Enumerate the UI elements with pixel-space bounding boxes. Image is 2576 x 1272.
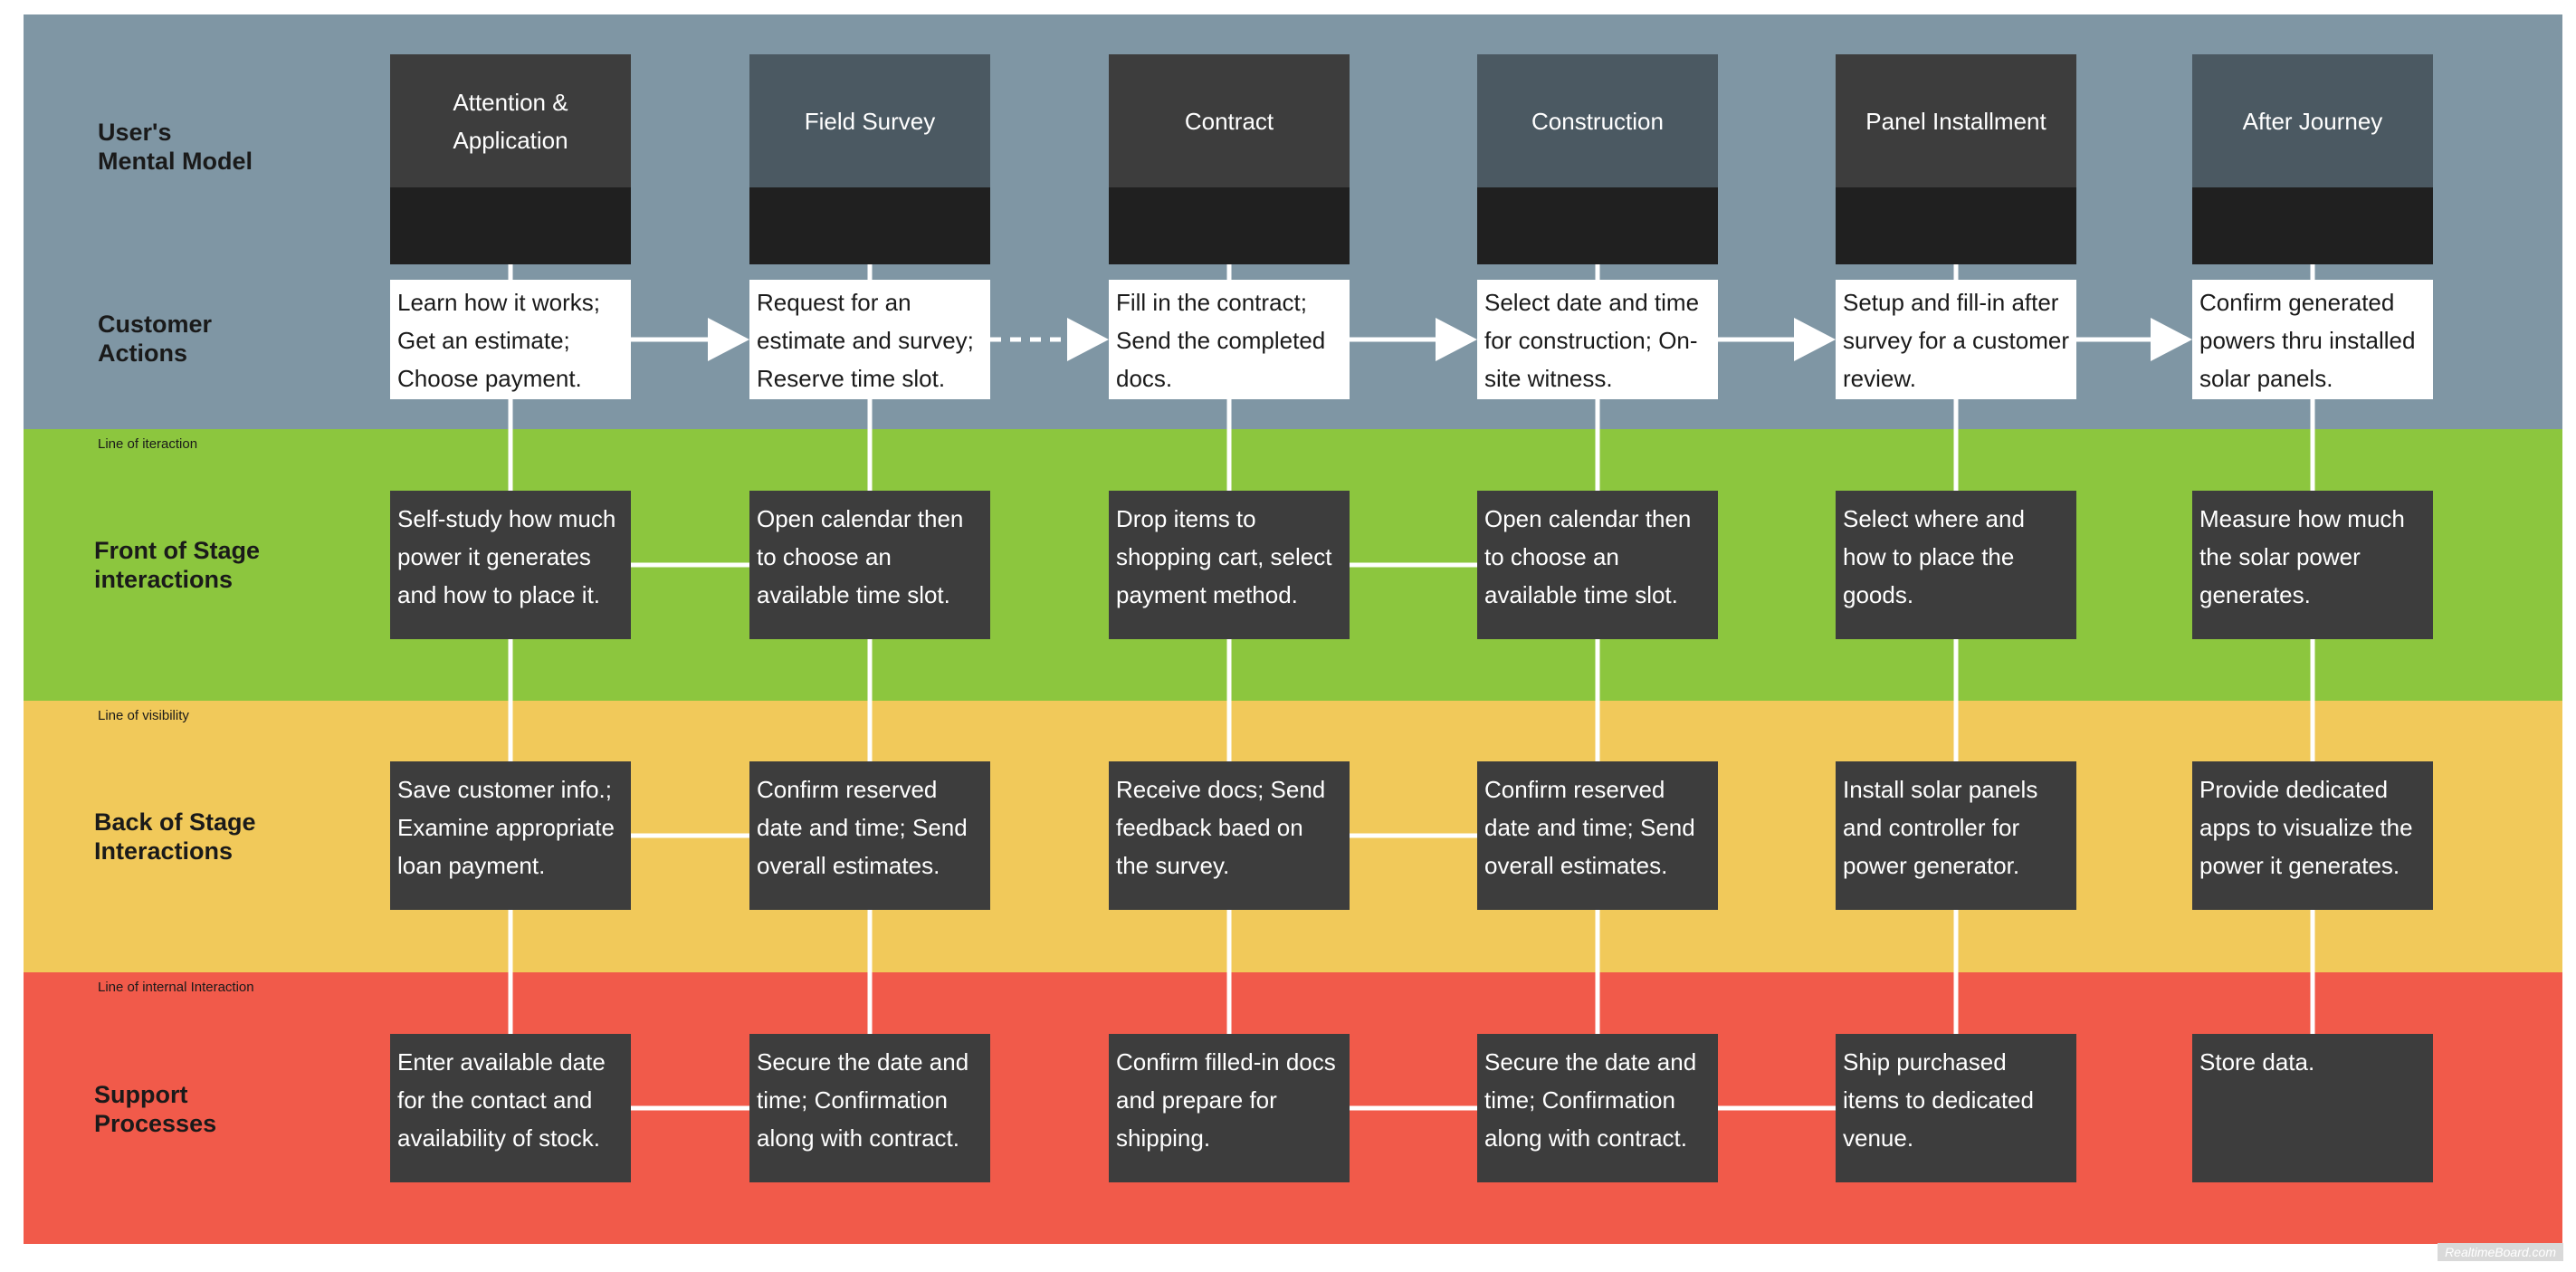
- line-of-interaction-label: Line of iteraction: [98, 436, 198, 452]
- back-stage-card: Confirm reserved date and time; Send ove…: [1477, 761, 1718, 910]
- phase-header: Field Survey: [749, 54, 990, 264]
- front-stage-card: Measure how much the solar power generat…: [2192, 491, 2433, 639]
- watermark: RealtimeBoard.com: [2438, 1243, 2563, 1261]
- line-of-internal-interaction-label: Line of internal Interaction: [98, 980, 254, 995]
- back-stage-card: Receive docs; Send feedback baed on the …: [1109, 761, 1350, 910]
- back-stage-card: Save customer info.; Examine appropriate…: [390, 761, 631, 910]
- lane-label-customer-actions: Customer Actions: [98, 311, 213, 367]
- customer-action-card: Select date and time for construction; O…: [1477, 280, 1718, 399]
- phase-header-footer: [1477, 187, 1718, 264]
- customer-action-card: Fill in the contract; Send the completed…: [1109, 280, 1350, 399]
- phase-header: Construction: [1477, 54, 1718, 264]
- phase-title: Field Survey: [749, 54, 990, 187]
- customer-action-card: Learn how it works; Get an estimate; Cho…: [390, 280, 631, 399]
- back-stage-card: Confirm reserved date and time; Send ove…: [749, 761, 990, 910]
- support-card: Secure the date and time; Confirmation a…: [749, 1034, 990, 1182]
- customer-action-card: Confirm generated powers thru installed …: [2192, 280, 2433, 399]
- front-stage-card: Open calendar then to choose an availabl…: [749, 491, 990, 639]
- phase-header: After Journey: [2192, 54, 2433, 264]
- phase-title: Contract: [1109, 54, 1350, 187]
- front-stage-card: Self-study how much power it generates a…: [390, 491, 631, 639]
- flow-arrow-head: [1794, 318, 1836, 361]
- phase-header-footer: [749, 187, 990, 264]
- phase-header-footer: [2192, 187, 2433, 264]
- lane-label-front-stage: Front of Stage interactions: [94, 537, 260, 593]
- front-stage-card: Open calendar then to choose an availabl…: [1477, 491, 1718, 639]
- phase-title: Construction: [1477, 54, 1718, 187]
- back-stage-card: Install solar panels and controller for …: [1836, 761, 2076, 910]
- flow-arrow-head: [708, 318, 749, 361]
- line-of-visibility-label: Line of visibility: [98, 708, 189, 723]
- phase-header: Panel Installment: [1836, 54, 2076, 264]
- flow-arrow-head: [1436, 318, 1477, 361]
- support-card: Confirm filled-in docs and prepare for s…: [1109, 1034, 1350, 1182]
- front-stage-card: Select where and how to place the goods.: [1836, 491, 2076, 639]
- phase-title: Panel Installment: [1836, 54, 2076, 187]
- back-stage-card: Provide dedicated apps to visualize the …: [2192, 761, 2433, 910]
- customer-action-card: Request for an estimate and survey; Rese…: [749, 280, 990, 399]
- support-card: Enter available date for the contact and…: [390, 1034, 631, 1182]
- phase-header: Contract: [1109, 54, 1350, 264]
- phase-header-footer: [1836, 187, 2076, 264]
- lane-label-back-stage: Back of Stage Interactions: [94, 808, 256, 865]
- lane-label-mental-model: User's Mental Model: [98, 119, 253, 175]
- phase-title: After Journey: [2192, 54, 2433, 187]
- phase-title: Attention & Application: [390, 54, 631, 187]
- lane-label-support: Support Processes: [94, 1081, 217, 1137]
- support-card: Store data.: [2192, 1034, 2433, 1182]
- phase-header-footer: [1109, 187, 1350, 264]
- flow-arrow-head: [2151, 318, 2192, 361]
- flow-arrow-head: [1067, 318, 1109, 361]
- front-stage-card: Drop items to shopping cart, select paym…: [1109, 491, 1350, 639]
- phase-header: Attention & Application: [390, 54, 631, 264]
- support-card: Ship purchased items to dedicated venue.: [1836, 1034, 2076, 1182]
- customer-action-card: Setup and fill-in after survey for a cus…: [1836, 280, 2076, 399]
- phase-header-footer: [390, 187, 631, 264]
- support-card: Secure the date and time; Confirmation a…: [1477, 1034, 1718, 1182]
